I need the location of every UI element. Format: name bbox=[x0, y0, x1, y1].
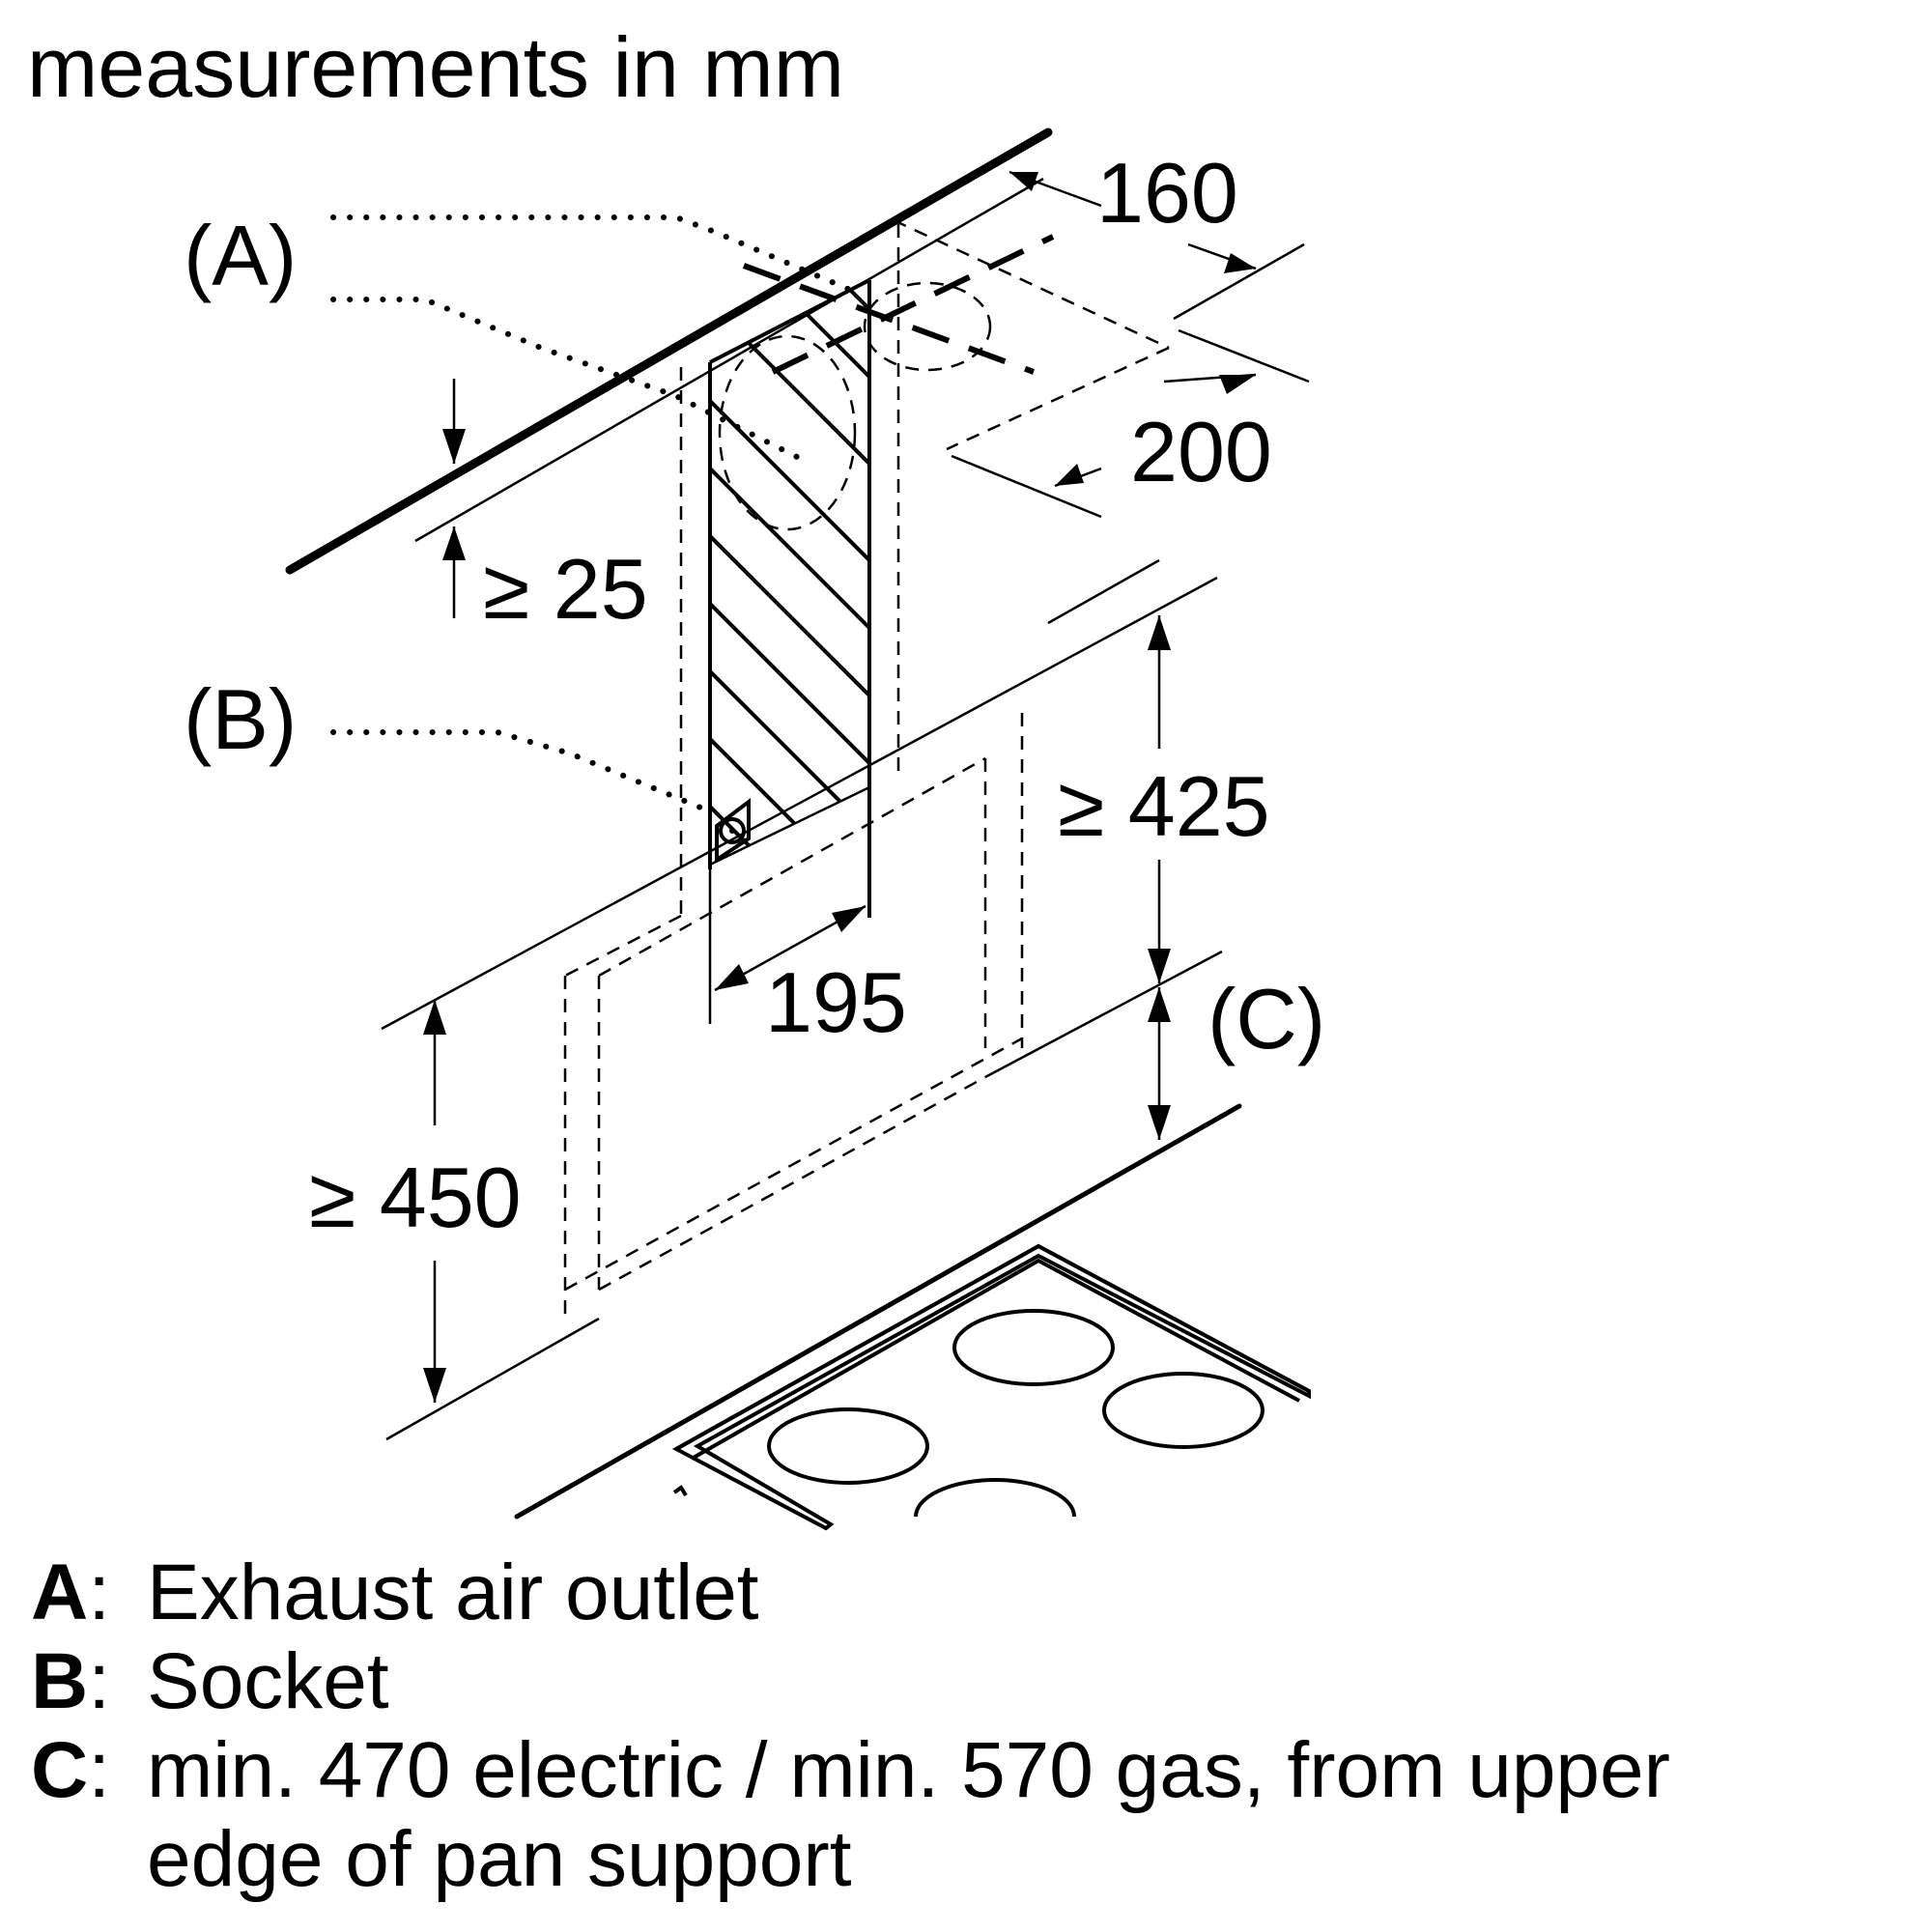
hob bbox=[514, 1103, 1311, 1531]
socket-icon bbox=[715, 797, 751, 864]
leader-a-2 bbox=[330, 297, 810, 465]
legend: A:Exhaust air outlet B:Socket C:min. 470… bbox=[31, 1548, 1670, 1903]
callout-b-label: (B) bbox=[184, 671, 297, 767]
hood-bottom-line bbox=[385, 1317, 600, 1441]
dim-hood-lower-height: ≥ 450 bbox=[309, 1150, 522, 1245]
ceiling-offset-line bbox=[414, 177, 1044, 543]
legend-item-c-continuation: edge of pan support bbox=[147, 1815, 852, 1903]
callout-c-label: (C) bbox=[1208, 971, 1325, 1066]
legend-item-c: C:min. 470 electric / min. 570 gas, from… bbox=[31, 1726, 1670, 1814]
units-note: measurements in mm bbox=[27, 19, 844, 115]
dim-duct-width: 200 bbox=[1130, 404, 1272, 499]
leader-b bbox=[330, 729, 713, 814]
hood-chimney-outline bbox=[563, 367, 1024, 1323]
dimension-arrows bbox=[423, 170, 1257, 1403]
hood-top-line bbox=[381, 576, 1218, 1031]
dim-ceiling-clearance: ≥ 25 bbox=[483, 541, 648, 637]
dim-socket-offset: 195 bbox=[765, 954, 907, 1050]
chimney-duct bbox=[708, 278, 871, 1024]
duct-outlet-plane bbox=[718, 218, 1310, 773]
callout-a-label: (A) bbox=[184, 208, 297, 303]
hood-lower-edge bbox=[984, 950, 1223, 1079]
dim-chimney-height: ≥ 425 bbox=[1058, 758, 1270, 854]
leader-a-1 bbox=[330, 214, 853, 293]
legend-item-a: A:Exhaust air outlet bbox=[31, 1548, 759, 1636]
legend-item-b: B:Socket bbox=[31, 1637, 389, 1725]
dim-duct-depth: 160 bbox=[1096, 145, 1238, 241]
ceiling-line bbox=[285, 128, 1053, 575]
